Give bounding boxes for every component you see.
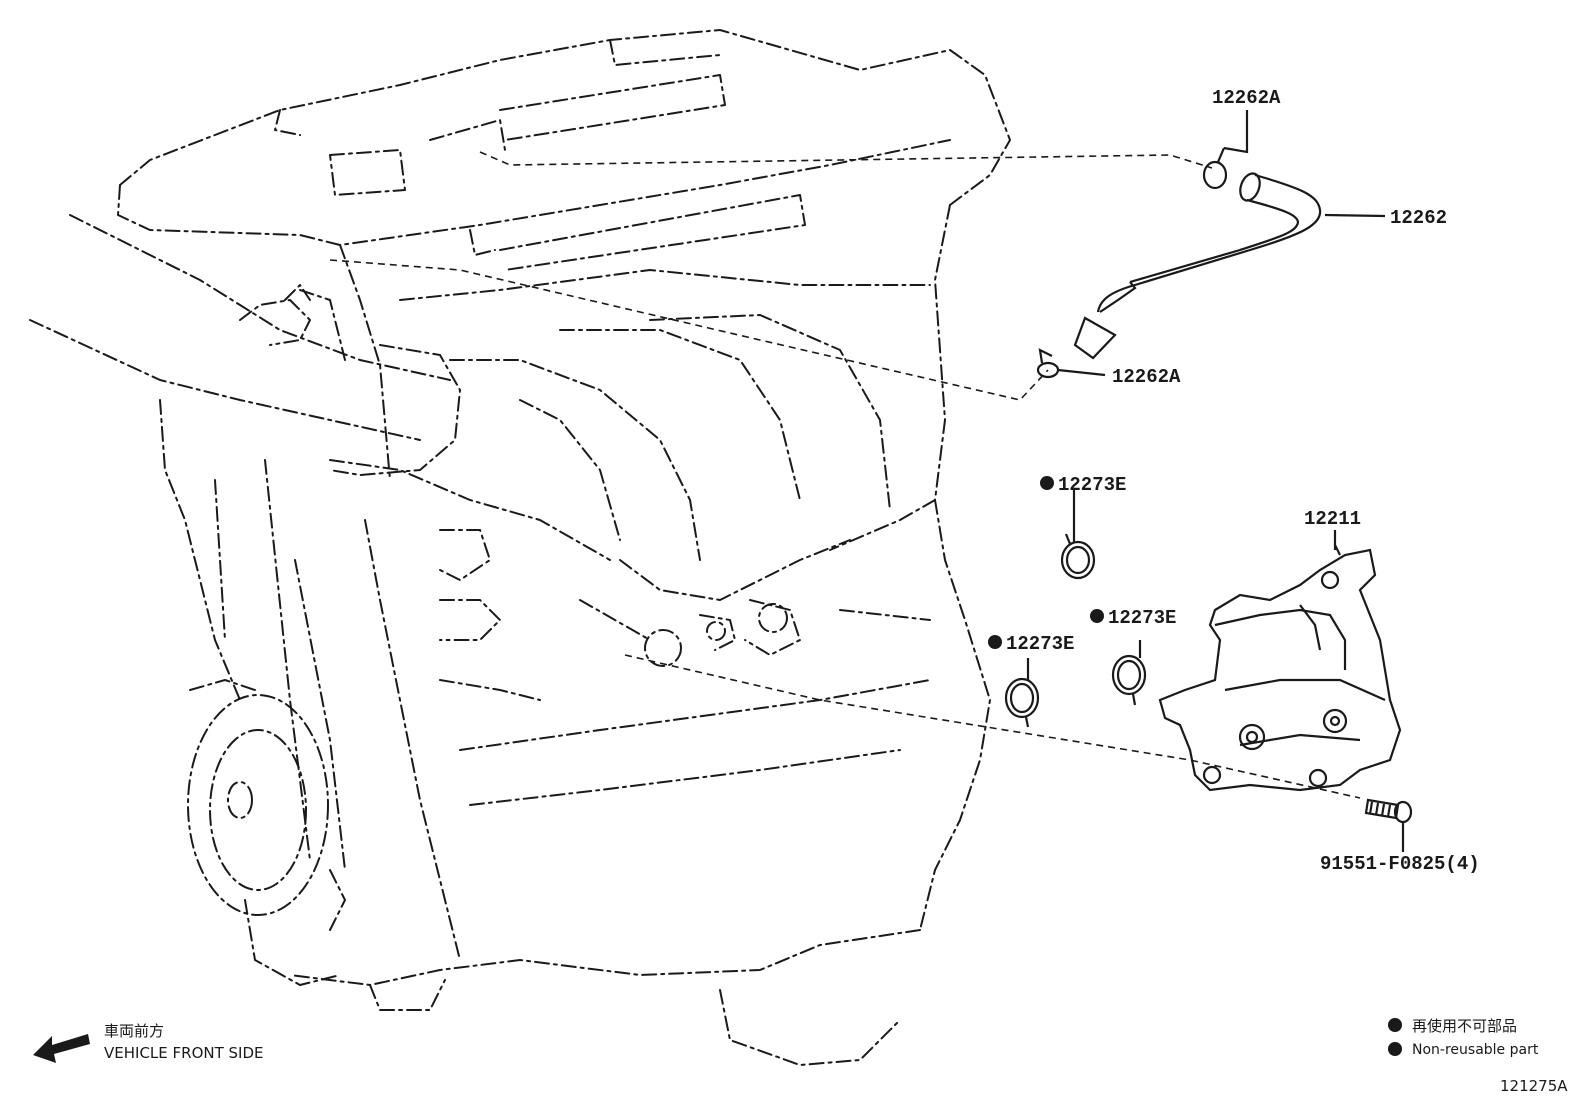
hose-clamp-top[interactable] [1202, 147, 1228, 190]
gasket-ring-1[interactable] [1060, 533, 1096, 580]
label-hose-clamp-top: 12262A [1212, 87, 1281, 109]
gasket-ring-2[interactable] [1004, 677, 1040, 728]
label-hose: 12262 [1390, 207, 1447, 229]
nonreusable-marker-icon [988, 635, 1002, 649]
legend-label-en: Non-reusable part [1412, 1042, 1539, 1058]
label-bolt: 91551-F0825(4) [1320, 853, 1480, 875]
legend: 再使用不可部品 Non-reusable part [1388, 1017, 1539, 1058]
direction-label-en: VEHICLE FRONT SIDE [104, 1044, 264, 1062]
label-gasket-1: 12273E [1058, 474, 1126, 496]
callout-leaders [1026, 110, 1405, 852]
label-separator: 12211 [1304, 508, 1361, 530]
nonreusable-marker-icon [1040, 476, 1054, 490]
legend-bullet-icon [1388, 1018, 1402, 1032]
hose-clamp-bottom[interactable] [1036, 348, 1060, 379]
gasket-ring-3[interactable] [1111, 654, 1147, 706]
arrow-left-icon [33, 1034, 90, 1063]
label-gasket-3: 12273E [1108, 607, 1176, 629]
vehicle-front-indicator: 車両前方 VEHICLE FRONT SIDE [33, 1022, 264, 1063]
nonreusable-marker-icon [1090, 609, 1104, 623]
direction-label-jp: 車両前方 [104, 1022, 164, 1040]
engine-block-outline [29, 29, 1011, 1066]
diagram-id: 121275A [1500, 1077, 1568, 1095]
legend-label-jp: 再使用不可部品 [1412, 1017, 1517, 1035]
pcv-hose[interactable] [1073, 171, 1322, 360]
label-gasket-2: 12273E [1006, 633, 1074, 655]
flange-bolt[interactable] [1364, 798, 1413, 824]
legend-bullet-icon [1388, 1042, 1402, 1056]
oil-separator[interactable] [1158, 544, 1402, 792]
connection-leader-lines [329, 151, 1361, 799]
label-hose-clamp-bottom: 12262A [1112, 366, 1181, 388]
